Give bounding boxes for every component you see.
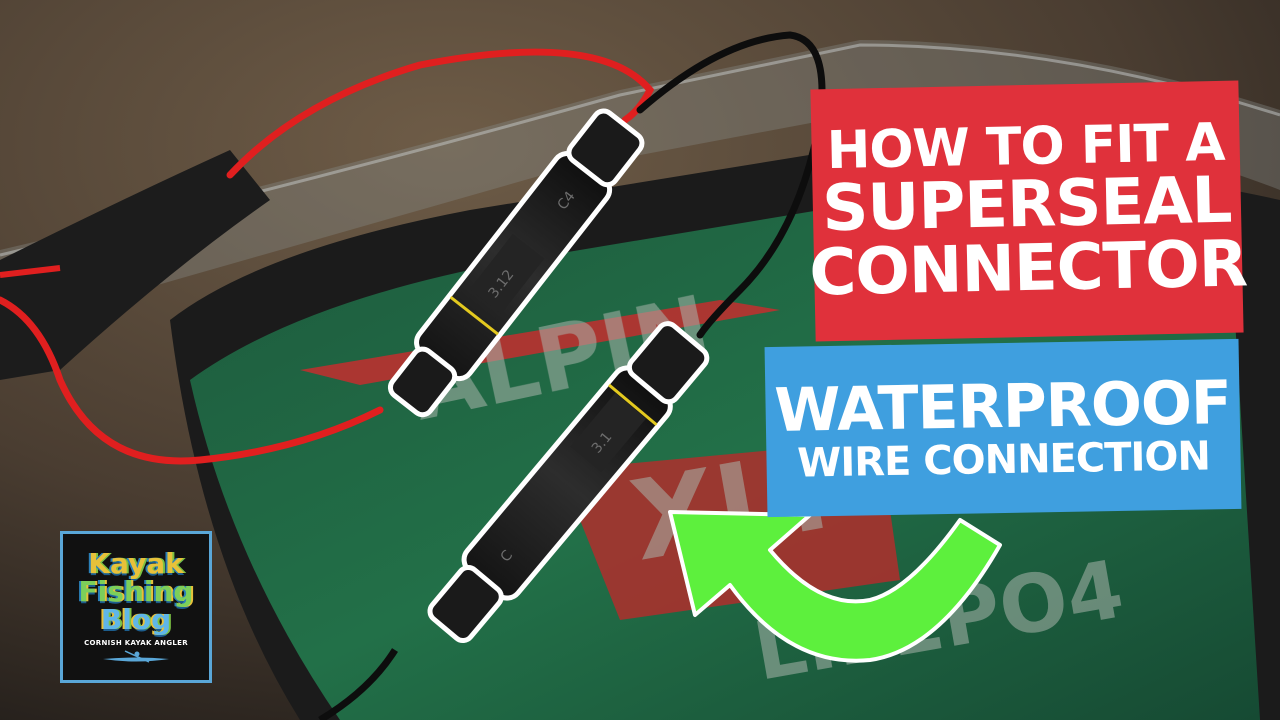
red-wire-end (0, 265, 61, 278)
subtitle-line-2: WIRE CONNECTION (796, 432, 1211, 487)
logo-word-fishing: Fishing (78, 575, 194, 608)
subtitle-line-1: WATERPROOF (773, 367, 1232, 446)
blog-logo: Kayak Fishing Blog CORNISH KAYAK ANGLER (60, 531, 212, 683)
subtitle-banner: WATERPROOF WIRE CONNECTION (764, 338, 1242, 518)
red-wire-lower (0, 296, 384, 465)
upper-connector: 3.12 C4 (387, 108, 645, 418)
logo-word-kayak: Kayak (88, 547, 184, 580)
curved-arrow-icon (668, 510, 1002, 663)
rubber-grommet (0, 150, 270, 380)
title-line-3: CONNECTOR (808, 227, 1248, 311)
red-wire (226, 48, 655, 179)
title-banner: HOW TO FIT A SUPERSEAL CONNECTOR (809, 80, 1248, 342)
logo-word-blog: Blog (100, 603, 172, 636)
black-wire-lower (318, 648, 398, 720)
kayak-icon (103, 650, 169, 663)
logo-tagline: CORNISH KAYAK ANGLER (84, 639, 188, 647)
lower-connector: 3.1 C (427, 321, 710, 644)
